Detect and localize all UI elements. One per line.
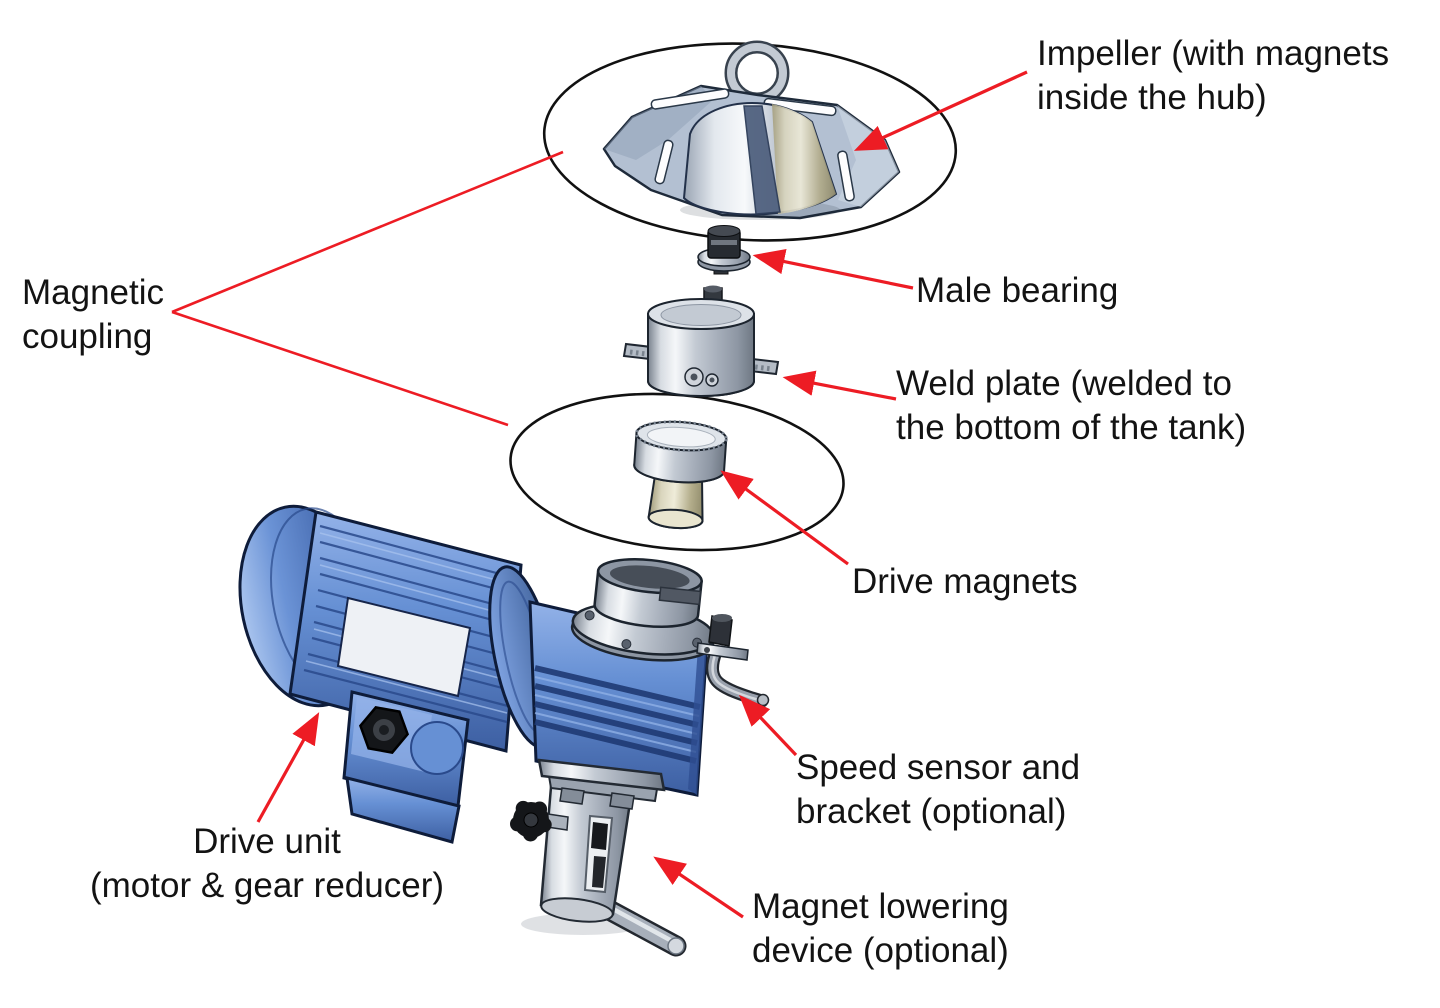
drive-magnets-graphic [633,420,728,530]
callout-arrows [256,70,1028,919]
magnet-lowering-device-graphic [510,758,687,957]
label-drive-magnets: Drive magnets [852,562,1078,601]
arrow-impeller [853,70,1028,151]
magnet-mount-housing [570,558,716,662]
arrow-drive-unit [256,712,320,823]
magnetic-coupling-lines [171,150,564,427]
arrow-drive-magnets [720,470,849,566]
arrow-male-bearing [752,248,914,290]
motor-nameplate [336,596,472,698]
male-bearing-graphic [697,225,751,275]
label-impeller: Impeller (with magnets inside the hub) [1037,34,1390,117]
label-magnet-lowering: Magnet lowering device (optional) [752,887,1009,970]
arrow-speed-sensor [738,694,798,757]
label-drive-unit: Drive unit (motor & gear reducer) [89,822,445,905]
arrow-weld-plate [782,370,897,401]
impeller-graphic [602,40,901,220]
label-weld-plate: Weld plate (welded to the bottom of the … [896,364,1247,447]
label-male-bearing: Male bearing [916,271,1119,310]
weld-plate-graphic [622,285,780,397]
drive-unit-graphic [238,504,770,844]
clamp-knob [510,800,552,842]
arrow-magnet-lowering [653,856,744,919]
label-magnetic-coupling: Magnetic coupling [22,273,165,356]
label-speed-sensor: Speed sensor and bracket (optional) [796,748,1081,831]
